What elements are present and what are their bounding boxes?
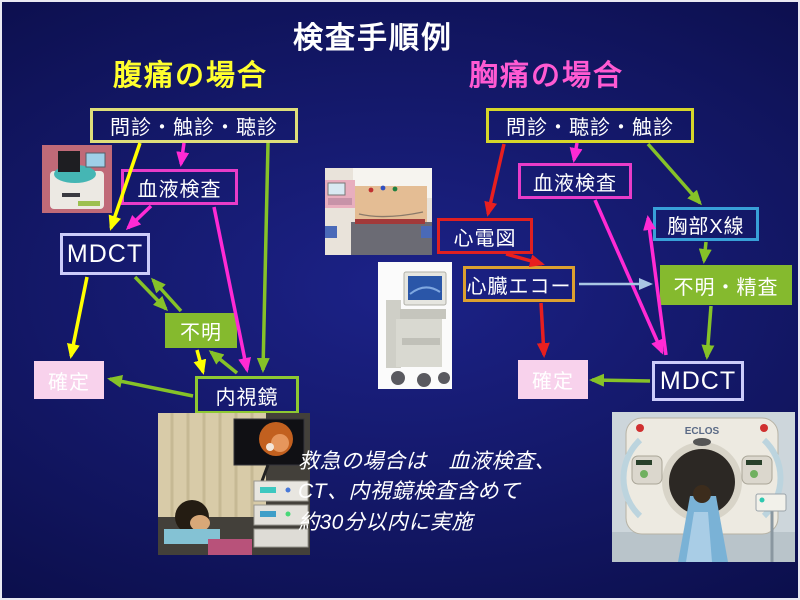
ecg-electrode-1: [368, 187, 374, 193]
column-header-abdominal-pain: 腹痛の場合: [113, 60, 269, 92]
arrow-l-blood-to-mdct: [125, 204, 153, 231]
cart-lower-shelf: [402, 338, 440, 345]
cart-wheel-middle: [417, 373, 431, 387]
ecg-limb-clip-left: [325, 226, 337, 238]
node-left-mdct: MDCT: [60, 233, 150, 275]
node-left-endoscope: 内視鏡: [195, 376, 299, 414]
arrow-l-endoscope-to-confirmed: [107, 375, 194, 398]
iv-monitor: [755, 493, 787, 512]
arrow-l-unknown-to-mdct: [150, 277, 183, 313]
ct-emergency-button-left: [636, 424, 644, 432]
endoscopic-view-highlight: [266, 443, 274, 451]
analyzer-lid: [58, 151, 80, 172]
photo-ct-scanner: ECLOS: [612, 412, 795, 562]
ct-bore: [669, 449, 735, 515]
ecg-electrode-3: [392, 186, 398, 192]
node-left-unknown: 不明: [165, 313, 237, 348]
node-left-interview: 問診・触診・聴診: [90, 108, 298, 143]
patient-cloth: [208, 539, 252, 555]
arrow-r-interview-to-blood: [569, 142, 583, 163]
node-right-unknown-workup: 不明・精査: [660, 265, 792, 305]
emergency-note: 救急の場合は 血液検査、 CT、内視鏡検査含めて 約30分以内に実施: [298, 450, 556, 534]
ct-emergency-button-right: [760, 424, 768, 432]
node-right-interview: 問診・聴診・触診: [486, 108, 694, 143]
column-header-chest-pain: 胸痛の場合: [469, 60, 625, 92]
node-right-confirmed: 確定: [518, 360, 588, 399]
ct-brand-label: ECLOS: [685, 426, 720, 437]
node-right-blood-test: 血液検査: [518, 163, 632, 199]
arrow-r-mdct-to-confirmed: [589, 373, 651, 387]
ct-panel-display-right: [746, 460, 762, 465]
ct-panel-display-left: [636, 460, 652, 465]
patient-trousers: [351, 222, 432, 255]
processor-unit-2: [253, 504, 309, 526]
processor-led-1: [285, 487, 291, 493]
node-right-echo: 心臓エコー: [463, 266, 575, 302]
ecg-electrode-2: [380, 185, 386, 191]
ct-patient-head: [693, 485, 711, 503]
node-left-blood-test: 血液検査: [121, 169, 238, 205]
photo-blood-analyzer: [42, 145, 112, 213]
patient-waistband: [355, 219, 425, 224]
ct-panel-dial-left: [640, 470, 648, 478]
slide-title: 検査手順例: [293, 22, 453, 55]
node-right-ecg: 心電図: [437, 218, 533, 254]
cart-wheel-left: [391, 371, 405, 385]
photo-ultrasound-cart: [378, 262, 452, 389]
processor-display-1: [260, 487, 276, 493]
ecg-device-keys: [328, 198, 352, 205]
ecg-device-screen: [327, 182, 346, 196]
arrow-l-mdct-to-confirmed: [67, 276, 89, 359]
node-left-confirmed: 確定: [34, 361, 104, 399]
arrow-l-interview-to-blood: [176, 142, 190, 167]
arrow-l-interview-to-endoscope: [256, 142, 270, 373]
arrow-r-xray-to-unknown: [698, 241, 712, 264]
monitor-arm: [260, 464, 270, 482]
node-right-mdct: MDCT: [652, 361, 744, 401]
patient-pillow: [164, 529, 220, 544]
ct-sensor: [693, 438, 711, 446]
processor-display-2: [260, 511, 276, 517]
ecg-wires: [358, 211, 424, 218]
processor-unit-3: [253, 528, 309, 548]
photo-endoscopy-room: [158, 413, 310, 555]
cart-screen-image: [409, 286, 441, 295]
arrow-r-interview-to-ecg: [484, 143, 506, 217]
analyzer-screen: [85, 152, 106, 168]
analyzer-label: [78, 201, 100, 206]
arrow-l-mdct-to-unknown: [133, 275, 169, 312]
cart-keyboard-shelf: [400, 309, 446, 319]
curtain-folds: [170, 413, 254, 517]
ct-accent-arc-left: [620, 437, 643, 519]
arrow-l-unknown-to-endoscope: [193, 349, 207, 375]
arrow-r-echo-to-confirmed: [536, 302, 550, 358]
arrow-l-endoscope-to-unknown: [208, 350, 239, 375]
ecg-limb-clip-right: [421, 226, 432, 238]
endoscopic-view-center: [271, 434, 289, 452]
node-right-chest-xray: 胸部X線: [653, 207, 759, 241]
processor-led-2: [285, 511, 291, 517]
analyzer-slot: [62, 193, 80, 197]
processor-unit-1: [253, 480, 309, 502]
patient-face: [190, 515, 210, 531]
arrow-r-ecg-to-echo: [505, 252, 545, 268]
arrow-r-interview-to-xray: [646, 142, 702, 206]
arrow-r-blood-to-mdct: [593, 199, 664, 355]
arrow-r-unknown-to-mdct: [701, 305, 715, 360]
ct-patient-blanket-fold: [686, 512, 712, 562]
ct-panel-dial-right: [750, 470, 758, 478]
iv-monitor-led: [759, 497, 765, 503]
patient-torso: [355, 186, 427, 224]
photo-ecg-patient: [325, 168, 432, 255]
cart-wheel-right: [438, 372, 450, 384]
